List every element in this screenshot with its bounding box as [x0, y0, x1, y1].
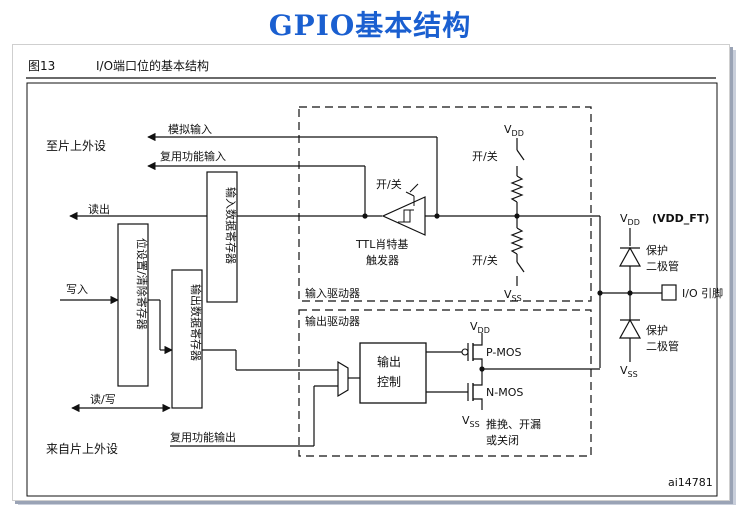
- trigger-switch-label: 开/关: [376, 177, 402, 191]
- bit-set-reset-register-label: 位设置/清除寄存器: [135, 238, 149, 330]
- output-data-register: [171, 269, 203, 409]
- output-mode-label-2: 或关闭: [486, 433, 519, 447]
- from-peripheral-label: 来自片上外设: [46, 442, 118, 456]
- hysteresis-icon: [398, 209, 414, 223]
- analog-in-label: 模拟输入: [168, 122, 212, 136]
- nmos-label: N-MOS: [486, 386, 523, 399]
- output-driver-label: 输出驱动器: [305, 314, 360, 328]
- pmos-vdd-label: VDD: [470, 320, 490, 335]
- read-out-label: 读出: [88, 202, 110, 216]
- protect-diode-top: [618, 246, 642, 267]
- slide-title: GPIO基本结构: [268, 9, 472, 42]
- trigger-switch-icon: [405, 183, 419, 197]
- protect-diode-bottom: [618, 318, 642, 339]
- bit-set-reset-register: [117, 223, 149, 387]
- vdd-pullup-label: VDD: [504, 123, 524, 138]
- io-pin-pad: [661, 284, 677, 301]
- vss-pulldown-label: VSS: [504, 288, 522, 303]
- vdd-diode-label: VDD: [620, 212, 640, 227]
- figure-number: 图13: [28, 59, 55, 73]
- drain-junction: [479, 366, 485, 372]
- read-write-label: 读/写: [90, 392, 116, 406]
- pmos-label: P-MOS: [486, 346, 522, 359]
- protect-top-label-2: 二极管: [646, 259, 679, 273]
- output-driver-region: [298, 309, 592, 457]
- pmos-terminals: [473, 333, 483, 369]
- nmos-terminals: [473, 369, 483, 410]
- pulldown-switch-icon: [516, 261, 525, 273]
- output-mux: [337, 360, 349, 398]
- pullup-switch-label: 开/关: [472, 149, 498, 163]
- figure-frame: [26, 82, 718, 497]
- analog-junction: [434, 213, 440, 219]
- pullup-resistor: [510, 175, 524, 203]
- vss-diode-label: VSS: [620, 364, 638, 379]
- vdd-ft-label: (VDD_FT): [652, 212, 709, 225]
- output-mode-label-1: 推挽、开漏: [486, 417, 541, 431]
- to-peripheral-label: 至片上外设: [46, 139, 106, 153]
- io-pin-label: I/O 引脚: [682, 286, 723, 300]
- pmos-gate-bubble: [461, 348, 469, 356]
- alt-func-in-label: 复用功能输入: [160, 149, 226, 163]
- figure-caption: I/O端口位的基本结构: [96, 58, 209, 73]
- nmos-vss-label: VSS: [462, 414, 480, 429]
- pulldown-switch-label: 开/关: [472, 253, 498, 267]
- protect-bottom-label-2: 二极管: [646, 339, 679, 353]
- output-control-label-2: 控制: [377, 375, 401, 389]
- protect-top-label-1: 保护: [646, 243, 668, 257]
- output-control-label-1: 输出: [377, 354, 401, 369]
- output-control-block: [359, 342, 427, 404]
- ttl-schmitt-label-2: 触发器: [366, 253, 399, 267]
- ttl-schmitt-label-1: TTL肖特基: [355, 237, 408, 251]
- write-in-label: 写入: [66, 283, 88, 296]
- protect-bottom-label-1: 保护: [646, 323, 668, 337]
- output-data-register-label: 输出数据寄存器: [189, 284, 203, 361]
- input-data-register-label: 输入数据寄存器: [224, 187, 238, 264]
- figure-code: ai14781: [668, 476, 713, 489]
- input-driver-label: 输入驱动器: [305, 286, 360, 300]
- pulldown-resistor: [510, 227, 524, 255]
- alt-func-out-label: 复用功能输出: [170, 430, 236, 444]
- pullup-switch-icon: [516, 149, 525, 161]
- input-data-register: [206, 171, 238, 303]
- input-driver-region: [298, 106, 592, 302]
